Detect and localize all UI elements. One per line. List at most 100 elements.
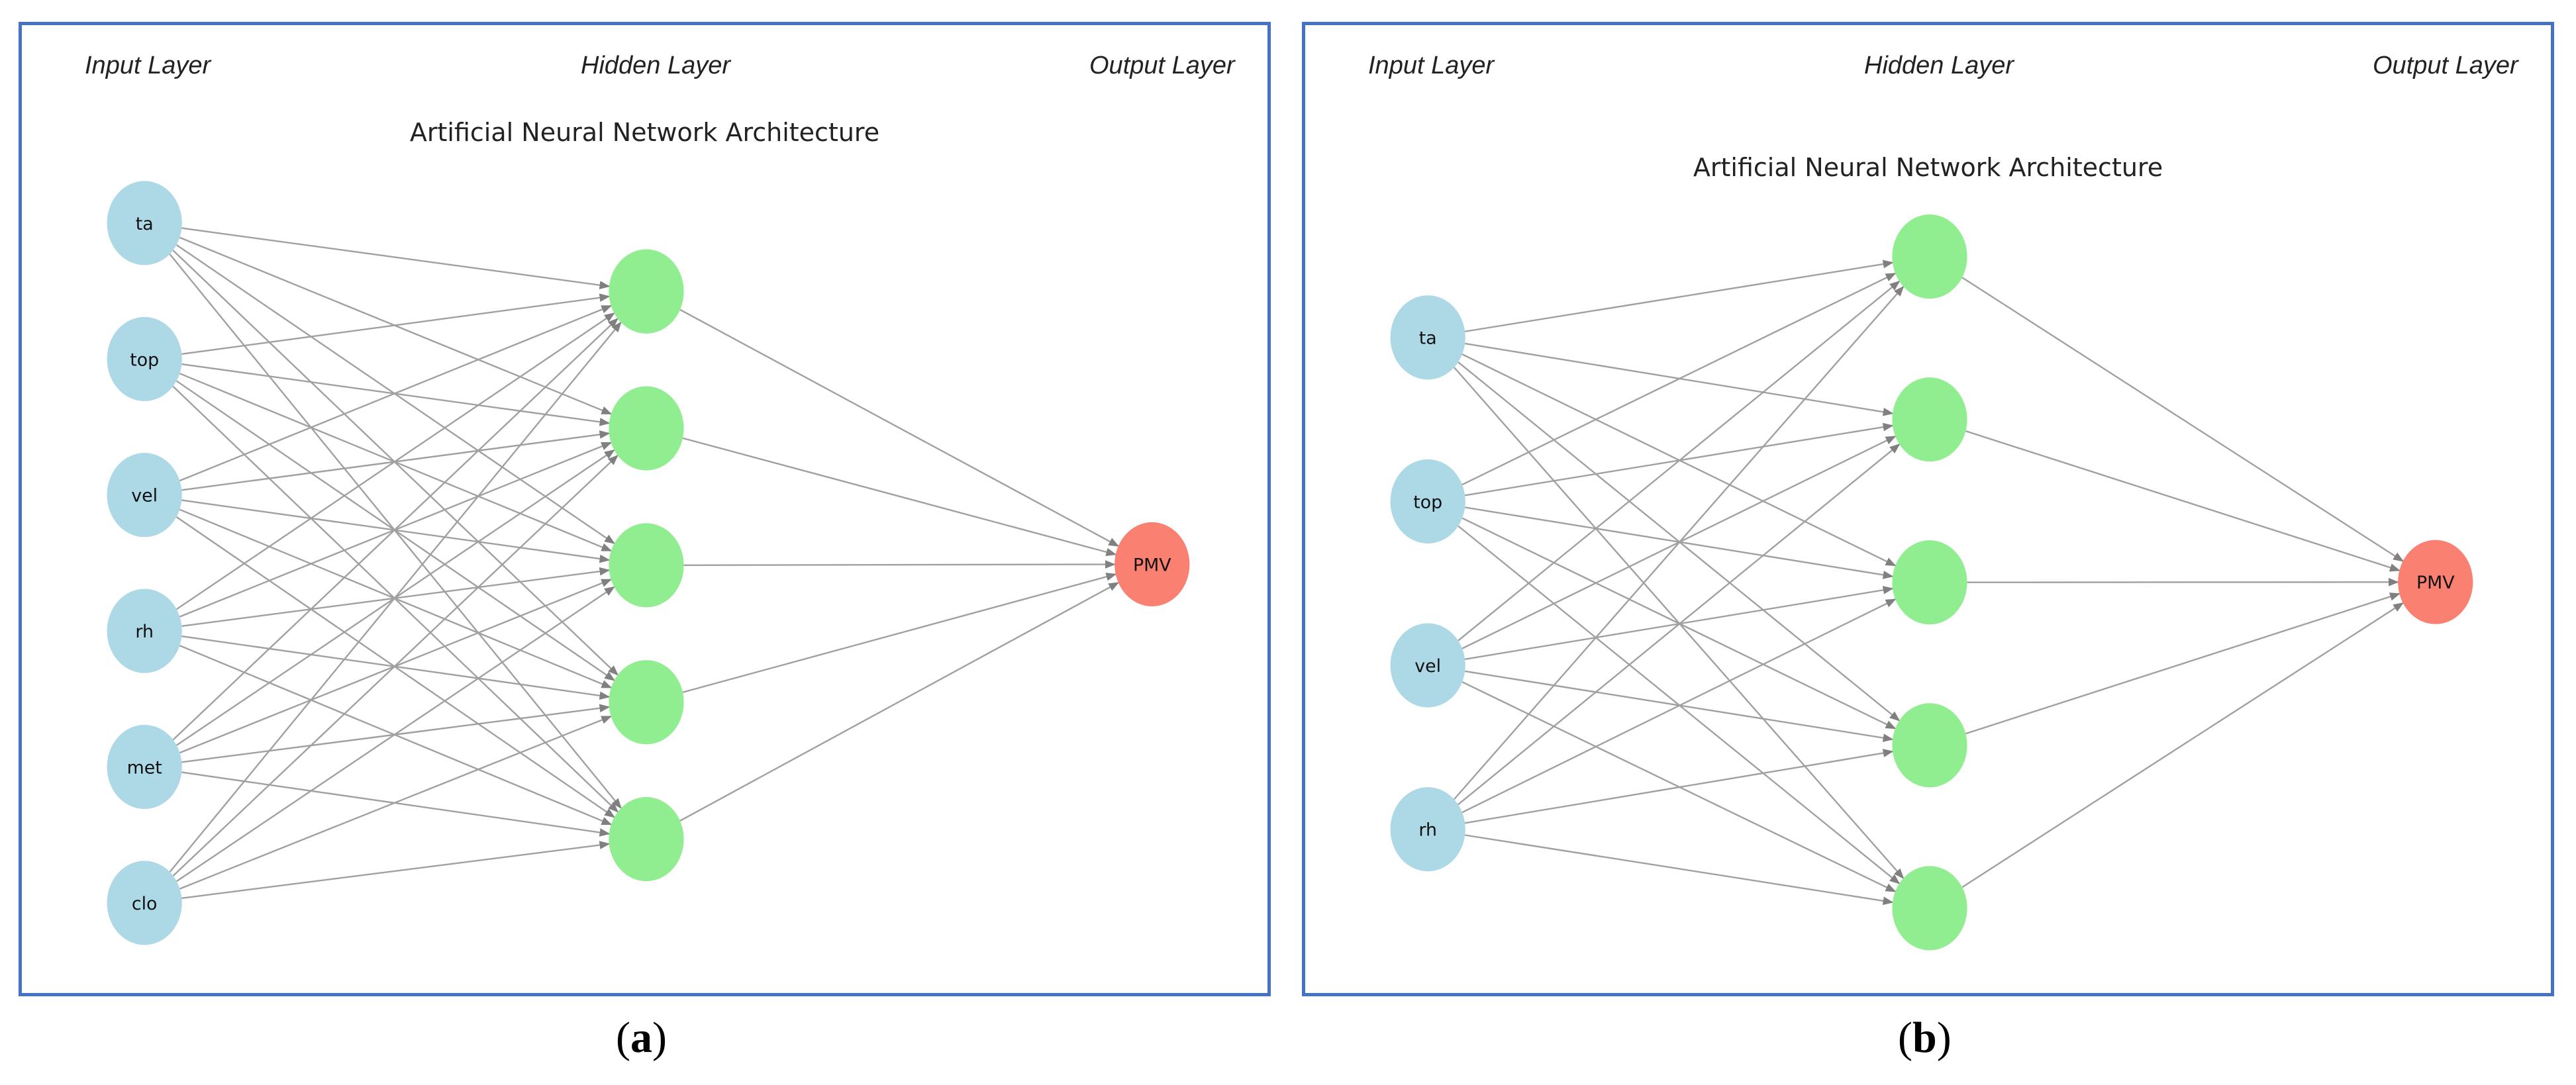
input-node-ta-label: ta	[136, 214, 154, 234]
output-node-pmv: PMV	[2398, 540, 2473, 624]
network-diagram-b: ta top vel rh PMV	[1390, 214, 2473, 951]
connection-edge	[1458, 444, 1901, 806]
input-node-ta: ta	[1390, 295, 1465, 380]
panel-a: ta top vel rh met clo PMV Input Layer Hidden L…	[19, 22, 1271, 996]
input-node-rh: rh	[107, 589, 182, 673]
input-node-top: top	[107, 316, 182, 401]
hidden-node-4	[609, 660, 684, 745]
network-diagram-a: ta top vel rh met clo PMV	[107, 181, 1190, 945]
input-node-ta-label: ta	[1419, 328, 1437, 349]
output-node-pmv-shape	[2398, 540, 2473, 624]
edges	[1453, 259, 2404, 906]
output-node-pmv-label: PMV	[1133, 555, 1171, 575]
input-node-vel-shape	[1390, 623, 1465, 708]
connection-edge	[179, 715, 613, 890]
input-node-top-label: top	[1413, 492, 1442, 512]
input-node-top-label: top	[130, 350, 159, 370]
input-node-ta-shape	[107, 181, 182, 265]
connection-edge	[181, 293, 611, 355]
hidden-node-2	[609, 386, 684, 471]
caption-b: (b)	[1898, 1014, 1952, 1062]
edges	[169, 227, 1120, 899]
hidden-node-5	[609, 797, 684, 882]
hidden-node-3-shape	[1892, 540, 1967, 625]
output-node-pmv-shape	[1115, 522, 1190, 606]
output-layer-header: Output Layer	[2373, 52, 2518, 79]
hidden-node-3	[1892, 540, 1967, 625]
hidden-node-2-shape	[609, 386, 684, 471]
connection-edge	[1453, 285, 1905, 800]
diagram-title: Artificial Neural Network Architecture	[1693, 153, 2163, 182]
hidden-node-3	[609, 523, 684, 608]
connection-edge	[1465, 259, 1894, 332]
input-node-top-shape	[1390, 459, 1465, 543]
connection-edge	[169, 321, 622, 873]
input-node-vel: vel	[1390, 623, 1465, 708]
input-node-rh-label: rh	[135, 622, 154, 642]
output-node-pmv-label: PMV	[2416, 573, 2455, 593]
hidden-node-1	[1892, 214, 1967, 299]
hidden-node-5	[1892, 866, 1967, 951]
caption-letter: a	[630, 1014, 652, 1062]
input-node-rh-label: rh	[1418, 820, 1437, 841]
caption-a: (a)	[616, 1014, 667, 1062]
input-node-clo-shape	[107, 861, 182, 945]
hidden-layer-header: Hidden Layer	[581, 52, 731, 79]
output-layer-header: Output Layer	[1089, 52, 1235, 79]
connection-edge	[175, 312, 615, 610]
input-node-top: top	[1390, 459, 1465, 543]
output-node-pmv: PMV	[1115, 522, 1190, 606]
hidden-node-1-shape	[1892, 214, 1967, 299]
hidden-node-2	[1892, 377, 1967, 462]
connection-edge	[172, 318, 619, 741]
hidden-layer-header: Hidden Layer	[1864, 52, 2014, 79]
caption-letter: b	[1912, 1014, 1937, 1062]
nodes: ta top vel rh met clo PMV	[107, 181, 1190, 945]
input-node-vel-shape	[107, 453, 182, 538]
hidden-node-4-shape	[1892, 703, 1967, 788]
input-node-vel-label: vel	[131, 486, 158, 506]
connection-edge	[1464, 749, 1894, 824]
connection-edge	[1465, 834, 1894, 906]
connection-edge	[1461, 598, 1897, 814]
hidden-node-4-shape	[609, 660, 684, 745]
connection-edge	[1965, 592, 2401, 735]
input-node-met: met	[107, 724, 182, 810]
connection-edge	[181, 841, 611, 899]
connection-edge	[176, 586, 615, 882]
hidden-node-1	[609, 249, 684, 334]
connection-edge	[1961, 277, 2404, 562]
connection-edge	[181, 227, 611, 289]
connection-edge	[1458, 280, 1901, 641]
hidden-node-5-shape	[1892, 866, 1967, 951]
input-node-vel-label: vel	[1414, 656, 1441, 677]
input-node-top-shape	[107, 316, 182, 401]
input-layer-header: Input Layer	[85, 52, 211, 79]
input-node-rh-shape	[107, 589, 182, 673]
connection-edge	[679, 582, 1120, 822]
connection-edge	[179, 305, 613, 482]
hidden-node-5-shape	[609, 797, 684, 882]
hidden-node-1-shape	[609, 249, 684, 334]
input-node-ta: ta	[107, 181, 182, 265]
input-node-clo: clo	[107, 861, 182, 945]
input-node-rh-shape	[1390, 787, 1465, 872]
input-layer-header: Input Layer	[1368, 52, 1495, 79]
hidden-node-3-shape	[609, 523, 684, 608]
connection-edge	[679, 308, 1120, 547]
connection-edge	[1961, 602, 2404, 888]
connection-edge	[172, 454, 619, 876]
diagram-title: Artificial Neural Network Architecture	[409, 118, 880, 147]
nodes: ta top vel rh PMV	[1390, 214, 2473, 951]
input-node-met-label: met	[127, 757, 162, 778]
connection-edge	[682, 573, 1117, 693]
hidden-node-4	[1892, 703, 1967, 788]
hidden-node-2-shape	[1892, 377, 1967, 462]
connection-edge	[682, 437, 1117, 557]
input-node-rh: rh	[1390, 787, 1465, 872]
input-node-clo-label: clo	[132, 894, 158, 914]
connection-edge	[1461, 272, 1897, 486]
connection-edge	[1965, 430, 2401, 572]
panel-b: ta top vel rh PMV Input Layer Hidden Layer O…	[1302, 22, 2554, 996]
input-node-ta-shape	[1390, 295, 1465, 380]
